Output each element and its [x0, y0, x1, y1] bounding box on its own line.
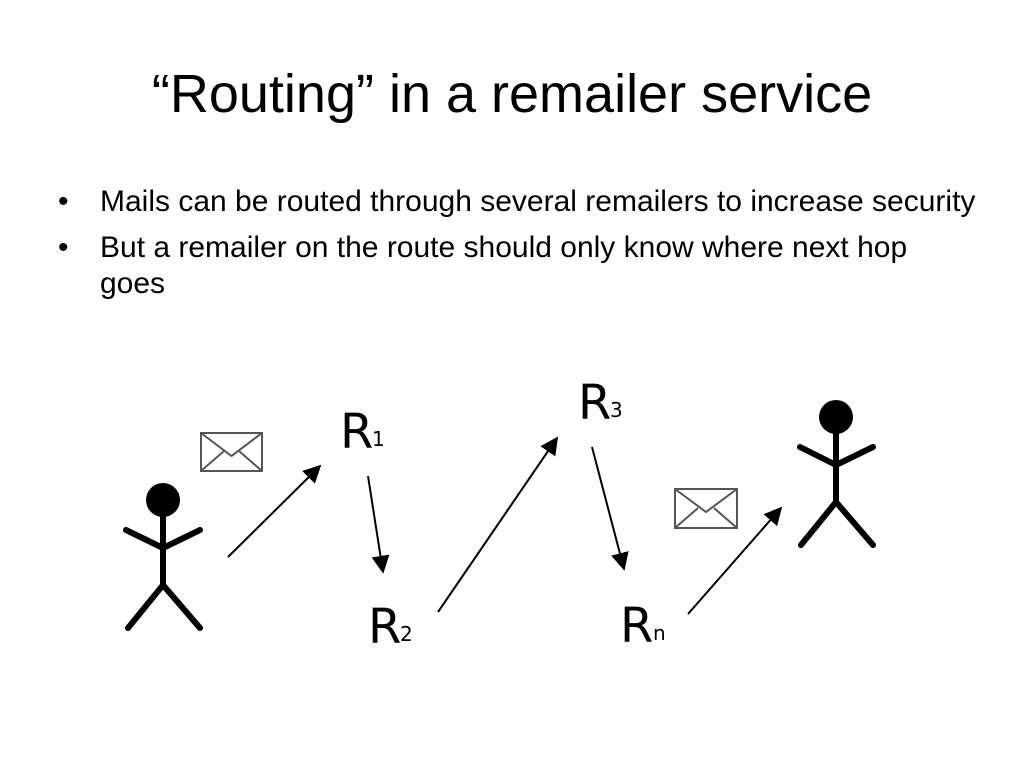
node-letter: R — [368, 599, 401, 655]
remailer-node-r1: R 1 — [340, 404, 385, 460]
envelope-icon — [674, 488, 738, 529]
node-subscript: 1 — [372, 427, 385, 451]
bullet-marker: • — [58, 185, 69, 218]
remailer-node-r3: R 3 — [578, 375, 623, 431]
node-letter: R — [578, 375, 611, 431]
recipient-person-icon — [797, 400, 876, 548]
bullet-item: • But a remailer on the route should onl… — [58, 230, 978, 302]
remailer-node-r2: R 2 — [368, 599, 413, 655]
bullet-text: But a remailer on the route should only … — [100, 231, 908, 300]
remailer-node-rn: R n — [620, 598, 666, 654]
route-arrow-sender-to-r1 — [227, 464, 322, 558]
node-subscript: n — [653, 621, 666, 645]
node-letter: R — [340, 404, 373, 460]
route-arrow-r2-to-r3 — [437, 436, 559, 613]
route-arrow-r3-to-rn — [591, 446, 629, 571]
route-arrow-rn-to-recipient — [687, 506, 783, 615]
slide-title: “Routing” in a remailer service — [151, 64, 873, 124]
route-arrow-r1-to-r2 — [367, 475, 390, 574]
node-subscript: 2 — [400, 622, 413, 646]
node-subscript: 3 — [610, 398, 623, 422]
bullet-item: • Mails can be routed through several re… — [58, 184, 978, 220]
sender-person-icon — [123, 483, 203, 631]
bullet-list: • Mails can be routed through several re… — [58, 184, 978, 312]
envelope-icon — [200, 432, 263, 472]
bullet-text: Mails can be routed through several rema… — [100, 185, 976, 218]
node-letter: R — [620, 598, 653, 654]
bullet-marker: • — [58, 231, 69, 264]
